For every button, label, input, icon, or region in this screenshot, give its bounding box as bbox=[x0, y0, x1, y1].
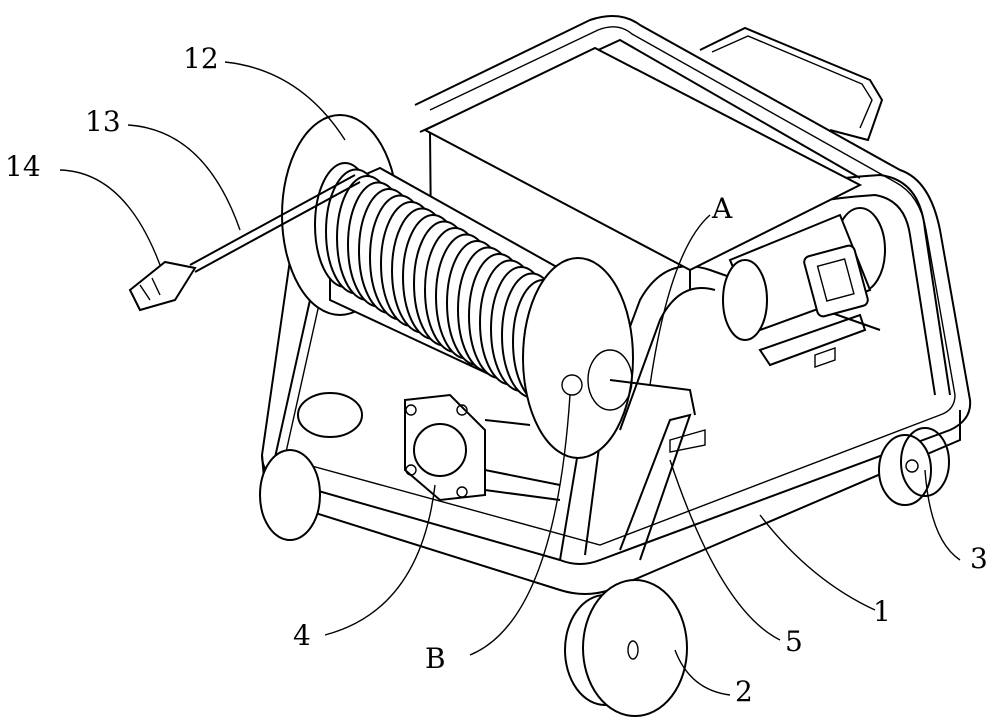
left-wheels bbox=[260, 393, 362, 540]
label-5: 5 bbox=[785, 628, 803, 656]
nozzle-14 bbox=[130, 262, 195, 310]
wheel-3 bbox=[879, 428, 949, 505]
label-4: 4 bbox=[293, 622, 311, 650]
label-1: 1 bbox=[873, 598, 891, 626]
label-13: 13 bbox=[85, 108, 121, 136]
label-12: 12 bbox=[183, 45, 219, 73]
wheel-2 bbox=[565, 580, 687, 716]
label-2: 2 bbox=[735, 678, 753, 706]
label-14: 14 bbox=[5, 153, 41, 181]
label-B: B bbox=[425, 645, 446, 673]
label-3: 3 bbox=[970, 545, 988, 573]
label-A: A bbox=[712, 195, 732, 223]
